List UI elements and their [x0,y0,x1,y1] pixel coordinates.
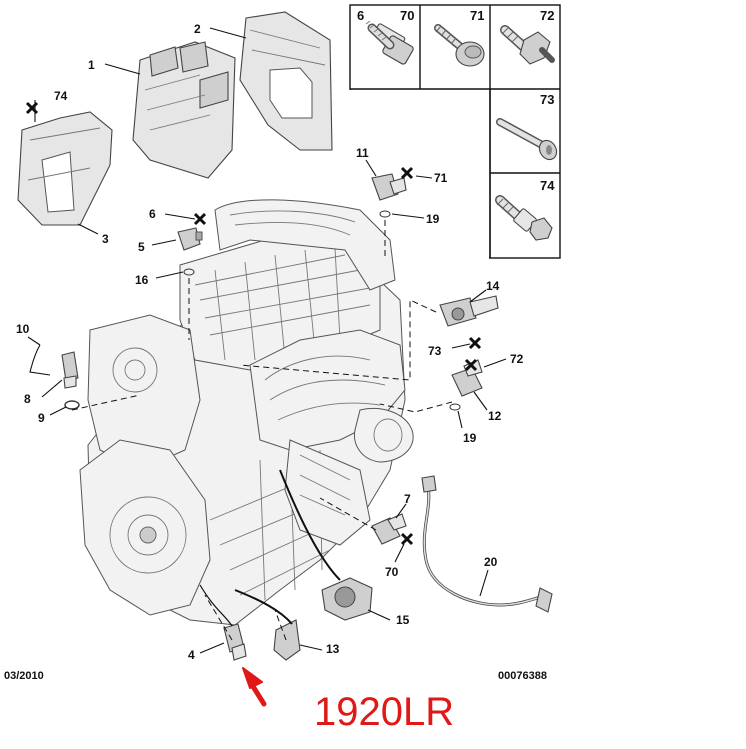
sensor-11 [371,173,407,201]
callout-12: 12 [488,409,502,423]
solenoid-14 [439,295,499,327]
sensor-13 [234,589,301,661]
callout-19-bottom: 19 [463,431,477,445]
callout-4: 4 [188,648,195,662]
callout-71: 71 [434,171,448,185]
callout-3: 3 [102,232,109,246]
camshaft-sensor-5 [177,227,203,251]
o-ring-9 [64,400,80,410]
callout-10: 10 [16,322,30,336]
date-code: 03/2010 [4,670,44,682]
callout-7: 7 [404,492,411,506]
callout-2: 2 [194,22,201,36]
callout-1: 1 [88,58,95,72]
callout-19-top: 19 [426,212,440,226]
callout-15: 15 [396,613,410,627]
table-label-71: 71 [470,8,484,23]
oxygen-probe-20 [421,475,553,613]
engine-block [79,199,414,626]
assembly-lines [71,220,453,641]
sensor-8 [61,351,79,389]
table-label-6: 6 [357,8,364,23]
o-ring-16 [183,268,195,276]
o-ring-19b [449,403,461,411]
callout-73: 73 [428,344,442,358]
heat-shield [17,111,113,226]
table-label-74: 74 [540,178,555,193]
hex-flange-bolt-icon [365,20,414,65]
round-head-screw-icon [434,24,485,67]
long-screw-icon [496,118,558,161]
fastener-markers [25,101,482,546]
callout-74: 74 [54,89,68,103]
ecu-bracket [239,11,333,151]
clip-10 [29,344,51,376]
callout-labels: 1 2 3 74 6 5 16 11 71 19 10 8 9 14 73 72… [16,22,524,662]
egr-valve-15 [279,469,373,621]
red-arrow-icon [242,667,267,707]
callout-16: 16 [135,273,149,287]
table-label-72: 72 [540,8,554,23]
part-number-label: 1920LR [314,690,455,734]
table-label-73: 73 [540,92,554,107]
sensor-4 [199,584,247,661]
callout-72: 72 [510,352,524,366]
callout-70: 70 [385,565,399,579]
callout-8: 8 [24,392,31,406]
callout-13: 13 [326,642,340,656]
callout-5: 5 [138,240,145,254]
sensor-7 [371,513,407,545]
callout-9: 9 [38,411,45,425]
o-ring-19a [379,210,391,218]
sensor-12 [451,359,483,397]
threaded-stud-icon [500,25,555,65]
table-label-70: 70 [400,8,414,23]
reference-code: 00076388 [498,670,547,682]
callout-14: 14 [486,279,500,293]
fastener-table: 6 70 71 72 73 74 [349,4,561,260]
callout-11: 11 [356,146,369,160]
callout-20: 20 [484,555,498,569]
callout-6: 6 [149,207,156,221]
ecu-module [132,41,236,179]
shouldered-bolt-icon [495,195,553,241]
